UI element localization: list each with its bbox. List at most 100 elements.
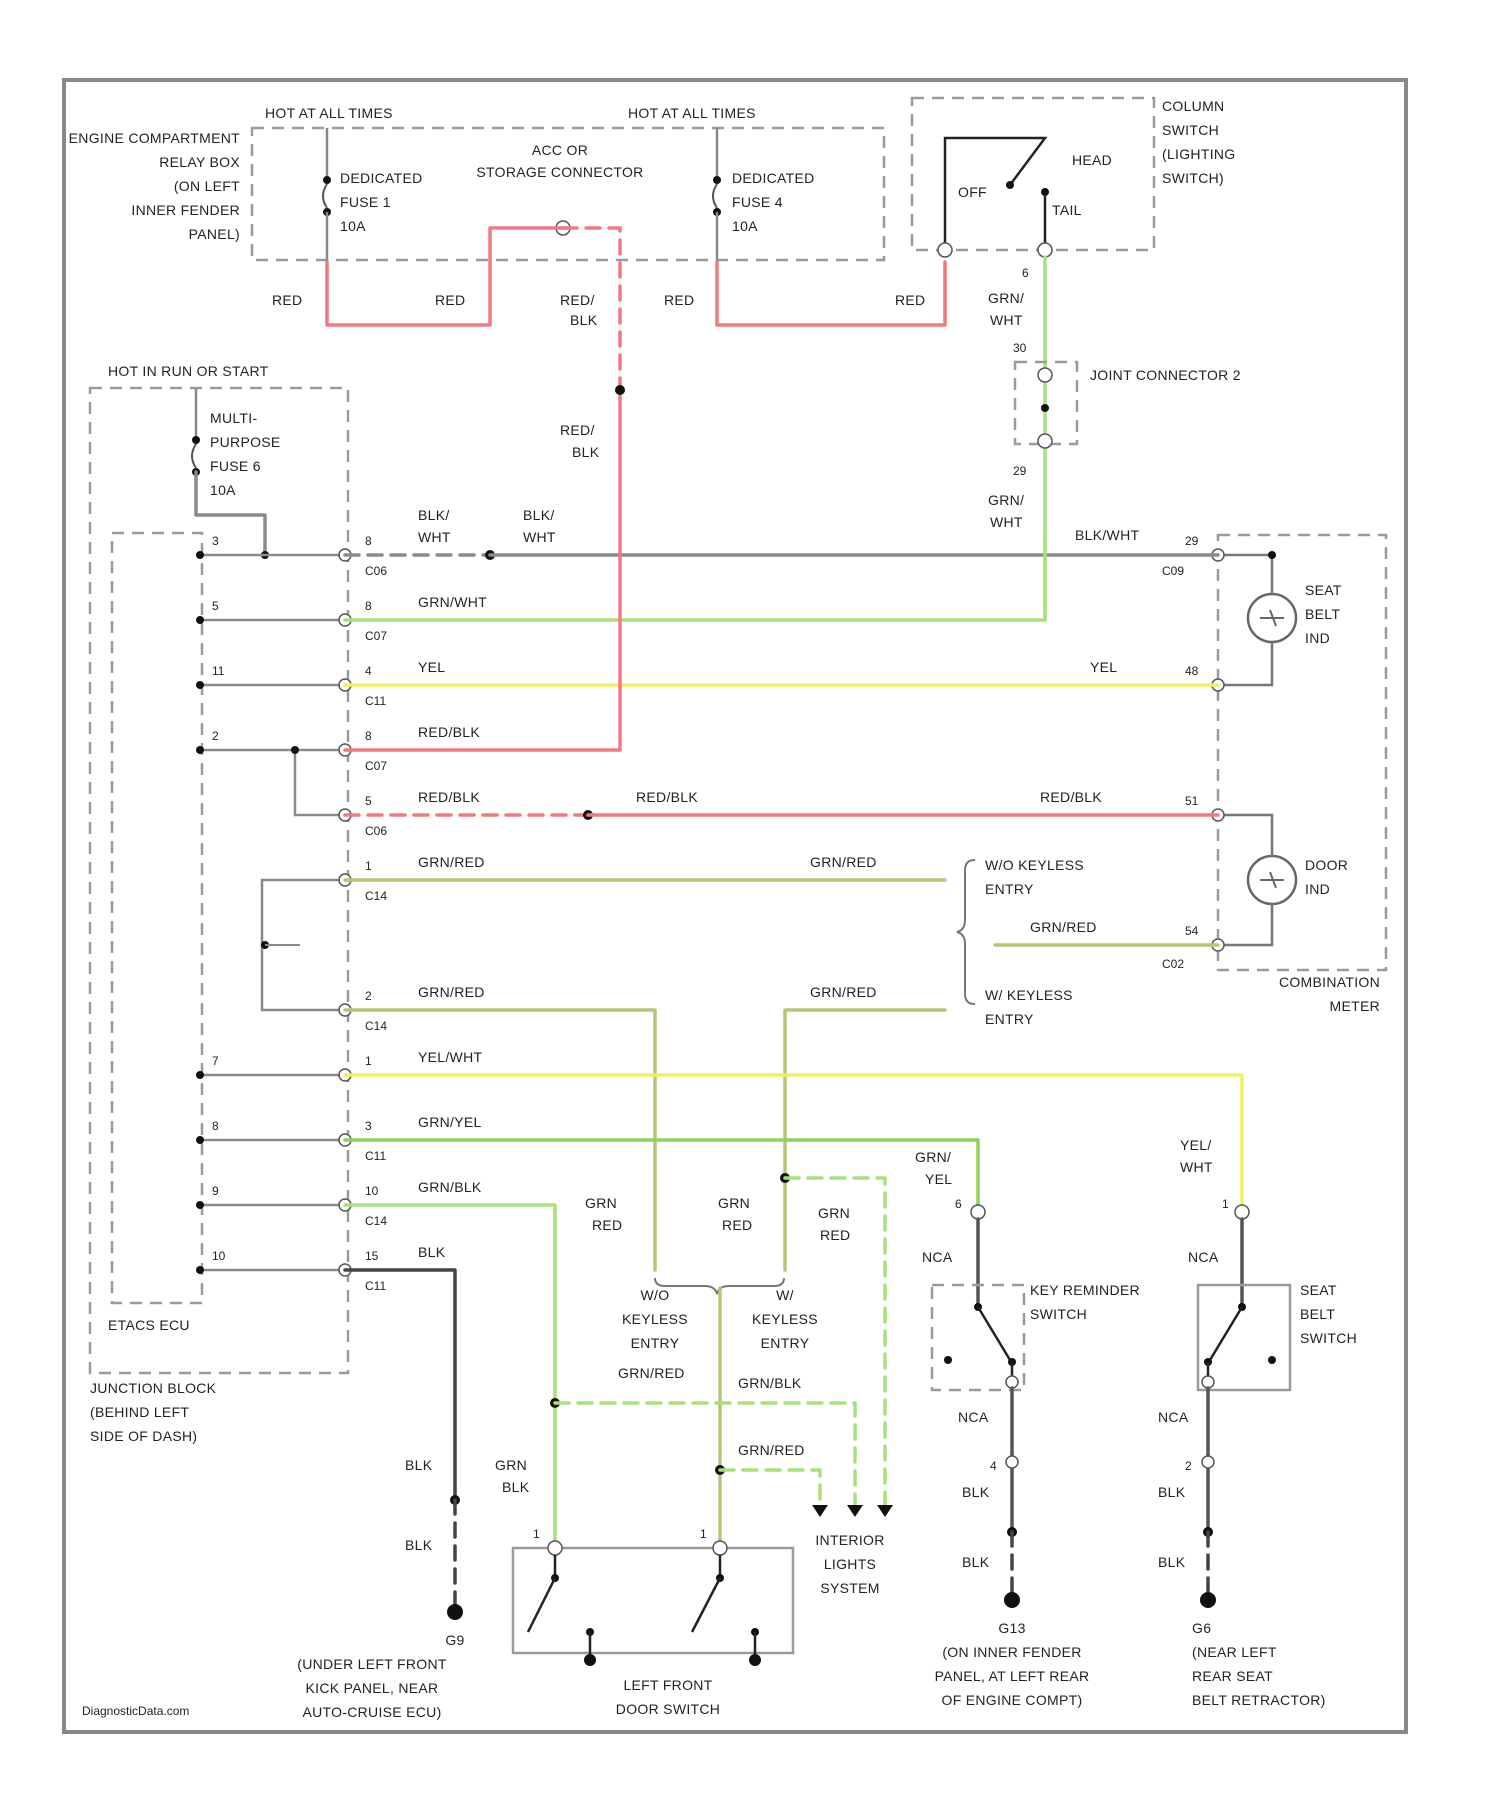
- svg-text:DOOR SWITCH: DOOR SWITCH: [616, 1701, 720, 1717]
- svg-text:LIGHTS: LIGHTS: [824, 1556, 876, 1572]
- svg-text:AUTO-CRUISE ECU): AUTO-CRUISE ECU): [302, 1704, 441, 1720]
- junction-block-label: JUNCTION BLOCK (BEHIND LEFT SIDE OF DASH…: [90, 1380, 217, 1444]
- wire-label-grnwht-1a: GRN/: [988, 290, 1024, 306]
- blk-wire-jb: [345, 1270, 455, 1500]
- svg-text:BELT: BELT: [1300, 1306, 1335, 1322]
- multi-purpose-fuse-6: MULTI- PURPOSE FUSE 6 10A: [192, 388, 281, 498]
- wire-label-grnyel-2a: GRN/: [915, 1149, 951, 1165]
- wire-label-grnred-8a: GRN: [818, 1205, 850, 1221]
- diagram-frame: [64, 80, 1406, 1732]
- wire-label-blkwht-2a: BLK/: [523, 507, 555, 523]
- wire-label-yel-2: YEL: [1090, 659, 1117, 675]
- wire-label-redblk-6: RED/BLK: [1040, 789, 1102, 805]
- svg-text:MULTI-: MULTI-: [210, 410, 257, 426]
- joint-splice: [1041, 404, 1049, 412]
- wire-label-yelwht-1: YEL/WHT: [418, 1049, 482, 1065]
- keyless-w-bottom-label: W/ KEYLESS ENTRY: [752, 1287, 818, 1351]
- svg-text:8: 8: [365, 534, 372, 548]
- svg-text:9: 9: [212, 1184, 219, 1198]
- red-blk-splice-top: [615, 385, 625, 395]
- svg-text:SWITCH: SWITCH: [1030, 1306, 1087, 1322]
- wire-label-grnred-8b: RED: [820, 1227, 850, 1243]
- joint-pin-29: 29: [1013, 464, 1027, 478]
- wire-label-grnred-6b: RED: [592, 1217, 622, 1233]
- wire-label-blk-6: BLK: [1158, 1484, 1186, 1500]
- combination-meter-label: COMBINATION METER: [1279, 974, 1380, 1014]
- wire-label-grnred-3: GRN/RED: [1030, 919, 1097, 935]
- keyless-wo-bottom-label: W/O KEYLESS ENTRY: [622, 1287, 688, 1351]
- svg-text:8: 8: [212, 1119, 219, 1133]
- wire-label-grnred-10: GRN/RED: [738, 1442, 805, 1458]
- wire-label-redblk-2a: RED/: [560, 422, 595, 438]
- svg-text:OF ENGINE COMPT): OF ENGINE COMPT): [942, 1692, 1083, 1708]
- svg-text:COLUMN: COLUMN: [1162, 98, 1224, 114]
- wire-label-grnblk-2: GRN/BLK: [738, 1375, 802, 1391]
- svg-text:(ON INNER FENDER: (ON INNER FENDER: [942, 1644, 1081, 1660]
- svg-text:1: 1: [365, 1054, 372, 1068]
- svg-text:DEDICATED: DEDICATED: [340, 170, 423, 186]
- wire-label-grnred-6a: GRN: [585, 1195, 617, 1211]
- watermark: DiagnosticData.com: [82, 1704, 189, 1718]
- left-front-door-switch-label: LEFT FRONT DOOR SWITCH: [616, 1677, 720, 1717]
- key-reminder-label: KEY REMINDER SWITCH: [1030, 1282, 1140, 1322]
- joint-pin-bottom: [1038, 434, 1052, 448]
- svg-text:C11: C11: [365, 1149, 386, 1163]
- wire-label-redblk-4: RED/BLK: [418, 789, 480, 805]
- svg-text:29: 29: [1185, 534, 1199, 548]
- svg-text:C06: C06: [365, 824, 387, 838]
- wire-label-blk-1: BLK: [418, 1244, 446, 1260]
- wire-label-grnyel-2b: YEL: [925, 1171, 952, 1187]
- wire-label-grnred-4: GRN/RED: [418, 984, 485, 1000]
- svg-text:KICK PANEL, NEAR: KICK PANEL, NEAR: [306, 1680, 439, 1696]
- ground-g6: [1200, 1592, 1216, 1608]
- svg-text:(ON LEFT: (ON LEFT: [174, 178, 240, 194]
- svg-text:48: 48: [1185, 664, 1199, 678]
- wire-label-red-3: RED: [664, 292, 694, 308]
- wire-label-grnblk-1: GRN/BLK: [418, 1179, 482, 1195]
- svg-text:SEAT: SEAT: [1305, 582, 1342, 598]
- svg-text:REAR SEAT: REAR SEAT: [1192, 1668, 1273, 1684]
- seat-belt-switch-label: SEAT BELT SWITCH: [1300, 1282, 1357, 1346]
- red-blk-wire-acc: [563, 228, 620, 390]
- key-reminder-pin-top: [971, 1205, 985, 1219]
- wire-label-blkwht-1b: WHT: [418, 529, 451, 545]
- svg-text:FUSE 4: FUSE 4: [732, 194, 783, 210]
- svg-text:PANEL, AT LEFT REAR: PANEL, AT LEFT REAR: [935, 1668, 1090, 1684]
- ground-g6-label: G6 (NEAR LEFT REAR SEAT BELT RETRACTOR): [1192, 1620, 1326, 1708]
- svg-text:INTERIOR: INTERIOR: [815, 1532, 884, 1548]
- svg-text:FUSE 1: FUSE 1: [340, 194, 391, 210]
- svg-text:W/ KEYLESS: W/ KEYLESS: [985, 987, 1073, 1003]
- svg-text:RELAY BOX: RELAY BOX: [159, 154, 240, 170]
- svg-text:2: 2: [212, 729, 219, 743]
- wire-label-redblk-3: RED/BLK: [418, 724, 480, 740]
- joint-pin-30: 30: [1013, 341, 1027, 355]
- svg-text:C02: C02: [1162, 957, 1184, 971]
- svg-text:DOOR: DOOR: [1305, 857, 1348, 873]
- svg-text:8: 8: [365, 599, 372, 613]
- wire-label-grnwht-3: GRN/WHT: [418, 594, 487, 610]
- svg-text:10: 10: [212, 1249, 226, 1263]
- wire-label-grnred-1: GRN/RED: [418, 854, 485, 870]
- grn-red-door-to-interior: [720, 1470, 820, 1505]
- wire-label-redblk-1a: RED/: [560, 292, 595, 308]
- svg-text:COMBINATION: COMBINATION: [1279, 974, 1380, 990]
- svg-text:8: 8: [365, 729, 372, 743]
- svg-text:5: 5: [212, 599, 219, 613]
- column-switch: OFF HEAD TAIL: [938, 138, 1112, 257]
- svg-text:C14: C14: [365, 889, 387, 903]
- nca-1: NCA: [922, 1249, 953, 1265]
- svg-text:(NEAR LEFT: (NEAR LEFT: [1192, 1644, 1277, 1660]
- nca-2: NCA: [958, 1409, 989, 1425]
- svg-text:10A: 10A: [732, 218, 758, 234]
- wire-label-grnred-7a: GRN: [718, 1195, 750, 1211]
- wire-label-grnred-9: GRN/RED: [618, 1365, 685, 1381]
- svg-text:C07: C07: [365, 759, 387, 773]
- svg-text:4: 4: [365, 664, 372, 678]
- svg-text:C09: C09: [1162, 564, 1184, 578]
- svg-text:FUSE 6: FUSE 6: [210, 458, 261, 474]
- svg-text:ENTRY: ENTRY: [985, 1011, 1034, 1027]
- svg-text:ENTRY: ENTRY: [985, 881, 1034, 897]
- wire-label-blkwht-2b: WHT: [523, 529, 556, 545]
- svg-text:3: 3: [365, 1119, 372, 1133]
